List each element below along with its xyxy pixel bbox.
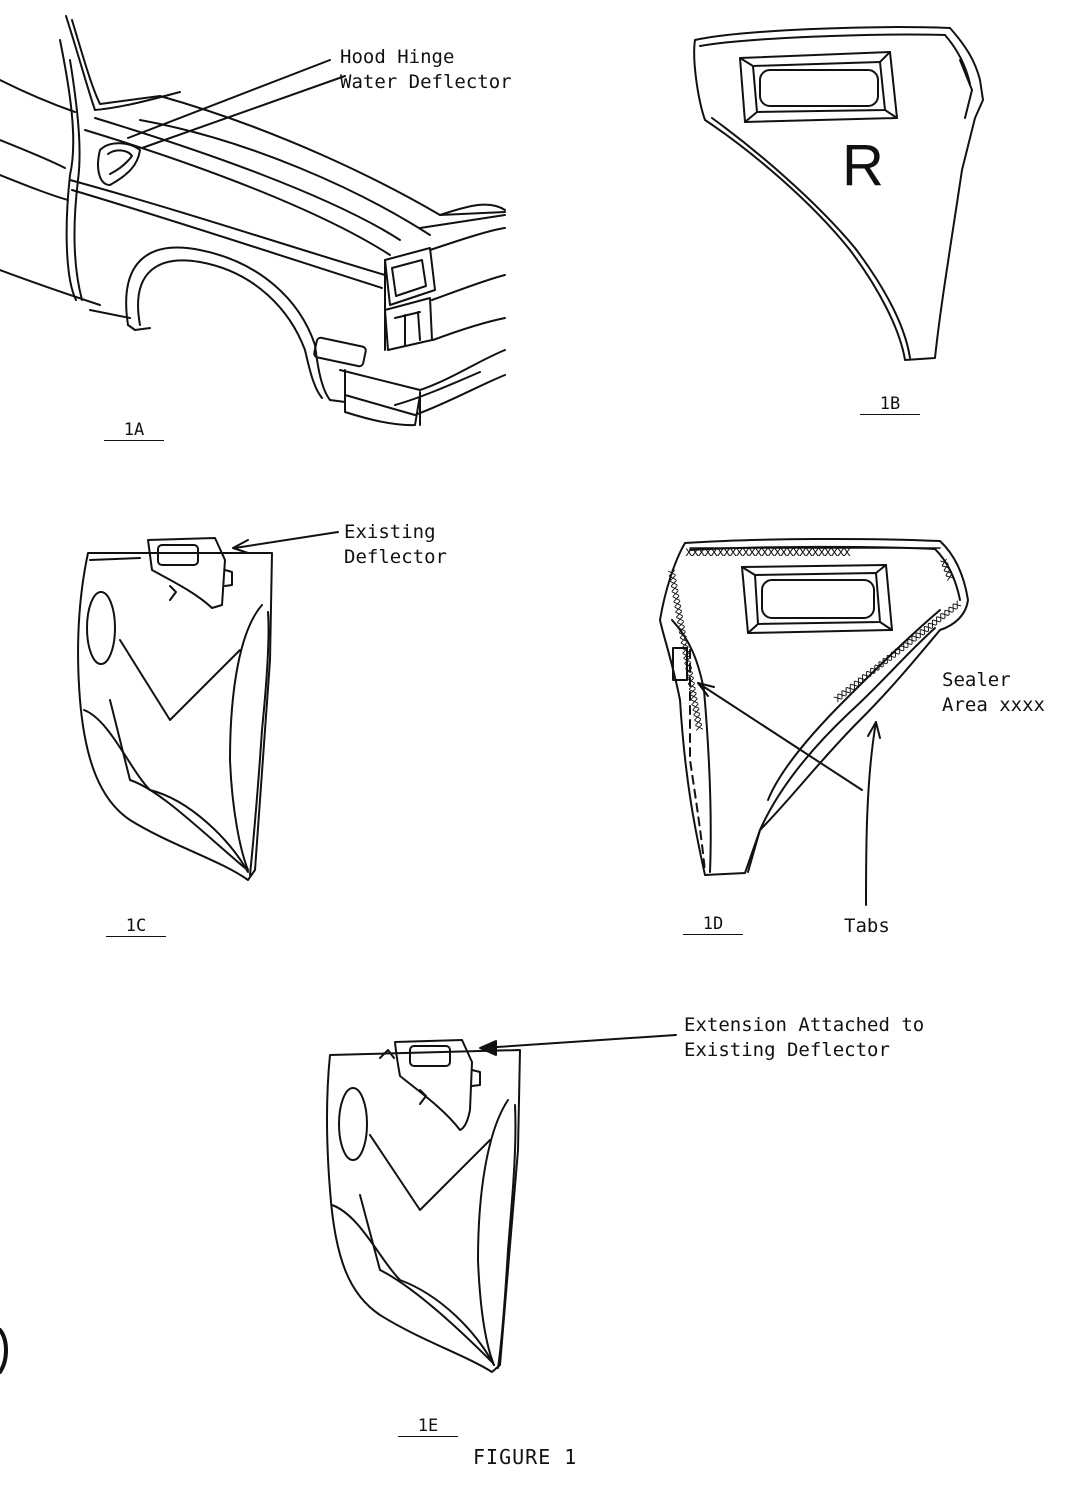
extension-part-drawing: R — [694, 27, 983, 360]
callout-sealer: Sealer Area xxxx — [942, 668, 1045, 718]
sealer-marks-left: xxxxxxxxxxxxxxxxxxxxxxxxxxxxxxx — [665, 568, 707, 732]
extension-sealer-drawing: xxxxxxxxxxxxxxxxxxxxxxxxxx xxxxxxxxxxxxx… — [660, 539, 968, 905]
callout-hood-hinge: Hood Hinge Water Deflector — [340, 45, 512, 95]
callout-extension-line-2: Existing Deflector — [684, 1039, 890, 1061]
sealer-marks-top: xxxxxxxxxxxxxxxxxxxxxxxxxx — [685, 545, 851, 560]
liner-extension-drawing — [327, 1035, 676, 1372]
callout-existing-line-1: Existing — [344, 521, 436, 543]
callout-extension: Extension Attached to Existing Deflector — [684, 1013, 924, 1063]
callout-sealer-line-1: Sealer — [942, 669, 1011, 691]
caption-1c: 1C — [106, 916, 166, 937]
caption-1d: 1D — [683, 914, 743, 935]
callout-existing-line-2: Deflector — [344, 546, 447, 568]
callout-tabs: Tabs — [844, 915, 890, 937]
truck-fender-drawing — [0, 16, 505, 425]
callout-sealer-line-2: Area xxxx — [942, 694, 1045, 716]
caption-1e: 1E — [398, 1416, 458, 1437]
caption-1a: 1A — [104, 420, 164, 441]
figure-title: FIGURE 1 — [473, 1445, 578, 1469]
callout-hood-hinge-line-1: Hood Hinge — [340, 46, 455, 68]
callout-existing: Existing Deflector — [344, 520, 447, 570]
callout-extension-line-1: Extension Attached to — [684, 1014, 925, 1036]
caption-1b: 1B — [860, 394, 920, 415]
edge-binding-mark — [0, 1330, 6, 1372]
part-side-mark: R — [842, 133, 884, 198]
callout-hood-hinge-line-2: Water Deflector — [340, 71, 512, 93]
liner-existing-drawing — [78, 532, 338, 880]
